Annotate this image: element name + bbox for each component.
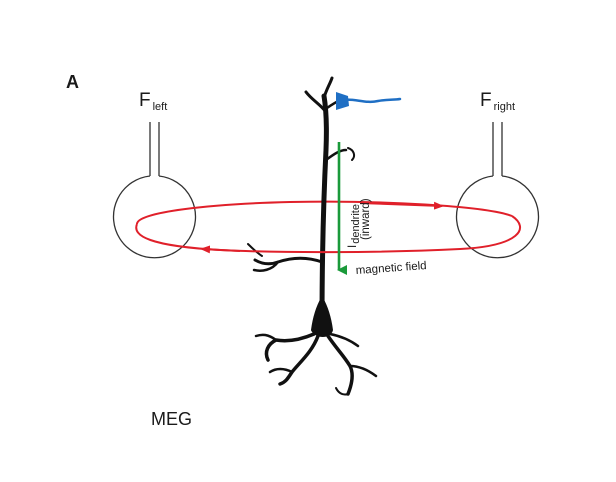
caption-meg: MEG	[151, 409, 192, 429]
pyramidal-neuron	[247, 76, 378, 396]
field-label: magnetic field	[355, 260, 427, 277]
current-label: Idendrite (inward)	[347, 198, 372, 248]
current-main: I	[347, 245, 359, 248]
current-note: (inward)	[360, 198, 372, 240]
left-sensor	[112, 122, 197, 259]
right-sensor	[455, 122, 540, 259]
field-loop-back	[136, 200, 513, 225]
axon-terminal	[336, 92, 402, 110]
field-arrow-right	[359, 201, 444, 210]
svg-text:Idendrite: Idendrite	[347, 204, 362, 248]
field-arrow-left	[200, 245, 241, 254]
panel-label: A	[66, 72, 79, 92]
current-sub: dendrite	[350, 204, 362, 244]
field-loop-front	[135, 215, 522, 254]
